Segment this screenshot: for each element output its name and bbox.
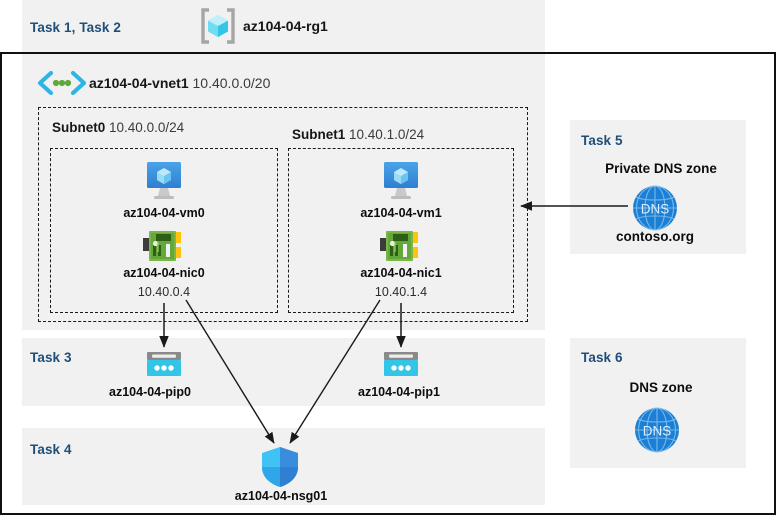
task-label-3: Task 3: [30, 350, 72, 365]
pip0-label: az104-04-pip0: [109, 385, 191, 399]
network-interface-icon: [379, 228, 423, 264]
subnet1-cidr: 10.40.1.0/24: [349, 127, 425, 142]
subnet0-cidr: 10.40.0.0/24: [109, 120, 185, 135]
task3-panel: [22, 338, 545, 406]
network-security-group-icon: [259, 445, 301, 489]
virtual-network-icon: [36, 70, 88, 96]
network-interface-icon: [142, 228, 186, 264]
vm1-label: az104-04-vm1: [360, 206, 442, 220]
resource-group-panel: [22, 0, 545, 52]
nsg-label: az104-04-nsg01: [234, 489, 328, 503]
svg-text:DNS: DNS: [643, 424, 672, 439]
vnet-name: az104-04-vnet1: [89, 75, 189, 91]
nic0-label: az104-04-nic0: [123, 266, 205, 280]
subnets-container: [38, 107, 528, 322]
public-ip-address-icon: [144, 350, 184, 380]
private-dns-zone-name: contoso.org: [616, 229, 694, 244]
task-label-4: Task 4: [30, 442, 72, 457]
resource-group-icon: [198, 7, 238, 45]
dns-zone-heading: DNS zone: [629, 380, 693, 395]
vnet-panel-background: [22, 54, 545, 330]
subnet0-name: Subnet0: [52, 120, 106, 135]
public-ip-address-icon: [381, 350, 421, 380]
vnet-container: [0, 52, 776, 515]
resource-group-name: az104-04-rg1: [243, 18, 328, 34]
dns-zone-icon: DNS: [632, 405, 682, 455]
nic0-ip: 10.40.0.4: [137, 285, 191, 299]
subnet1-name: Subnet1: [292, 127, 346, 142]
pip1-label: az104-04-pip1: [358, 385, 440, 399]
nic1-label: az104-04-nic1: [360, 266, 442, 280]
vnet-name-label: az104-04-vnet1 10.40.0.0/20: [89, 75, 270, 91]
svg-text:DNS: DNS: [641, 202, 670, 217]
subnet1-title: Subnet1 10.40.1.0/24: [292, 127, 424, 142]
virtual-machine-icon: [140, 160, 188, 202]
virtual-machine-icon: [377, 160, 425, 202]
task-label-rg: Task 1, Task 2: [30, 20, 121, 35]
nic1-ip: 10.40.1.4: [374, 285, 428, 299]
task-label-5: Task 5: [581, 133, 623, 148]
task-label-6: Task 6: [581, 350, 623, 365]
subnet0-title: Subnet0 10.40.0.0/24: [52, 120, 184, 135]
private-dns-zone-heading: Private DNS zone: [605, 161, 717, 176]
vnet-cidr: 10.40.0.0/20: [192, 75, 271, 91]
dns-zone-icon: DNS: [630, 183, 680, 233]
vm0-label: az104-04-vm0: [123, 206, 205, 220]
